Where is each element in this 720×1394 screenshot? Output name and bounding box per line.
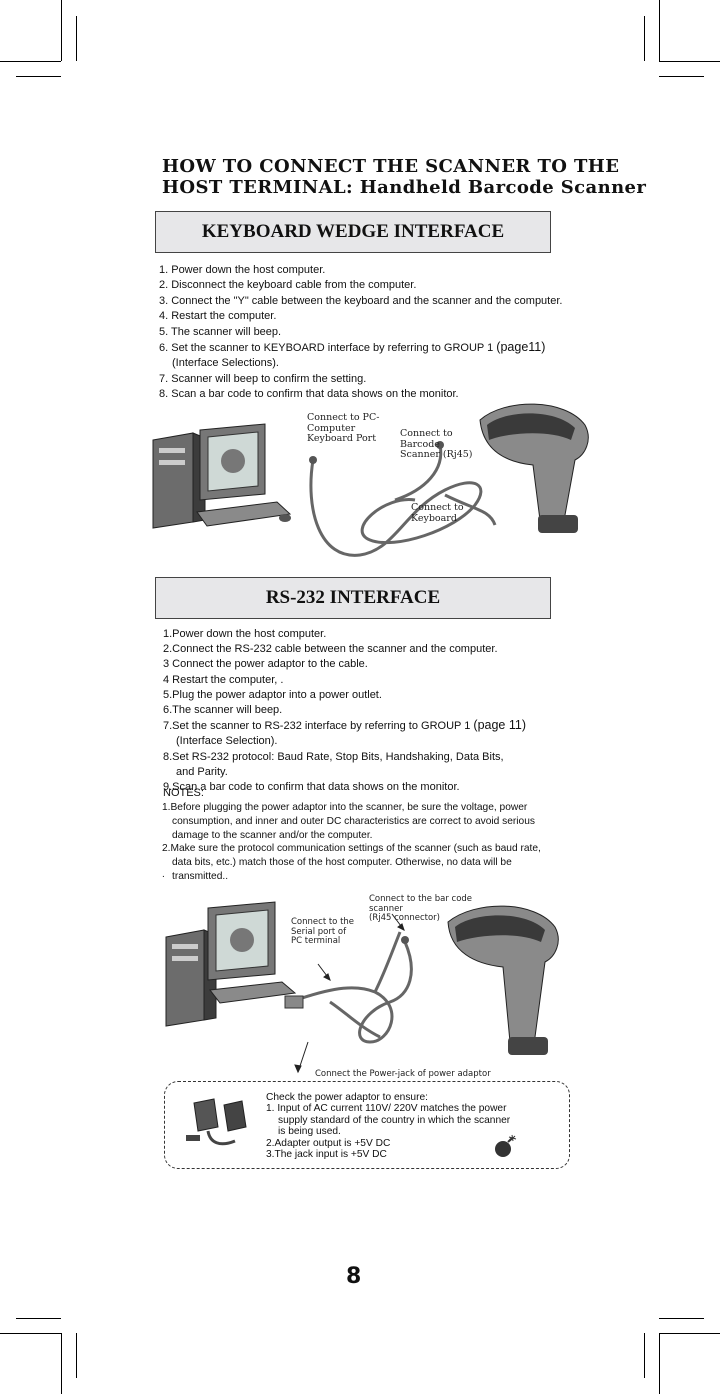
rs232-step: 6.The scanner will beep.: [163, 704, 283, 717]
rs232-step: 9.Scan a bar code to confirm that data s…: [163, 781, 460, 794]
notes-list: 1.Before plugging the power adaptor into…: [162, 801, 582, 884]
note-bullet-dot: .: [162, 869, 165, 880]
rs232-step: 8.Set RS-232 protocol: Baud Rate, Stop B…: [163, 750, 504, 778]
power-adaptor-check-list: Check the power adaptor to ensure: 1. In…: [266, 1092, 510, 1160]
rs232-cable-illustration: [284, 931, 413, 1044]
page-title-line-1: HOW TO CONNECT THE SCANNER TO THE: [162, 156, 620, 177]
check-title: Check the power adaptor to ensure:: [266, 1092, 428, 1103]
check-item: 3.The jack input is +5V DC: [266, 1149, 387, 1161]
page-reference: (page11): [496, 340, 546, 355]
page-title-line-2: HOST TERMINAL: Handheld Barcode Scanner: [162, 177, 647, 198]
keyboard-section-header: KEYBOARD WEDGE INTERFACE: [155, 211, 551, 253]
bomb-warning-icon: [495, 1134, 517, 1157]
power-adaptor-illustration: [186, 1098, 247, 1146]
keyboard-step: 1. Power down the host computer.: [159, 264, 326, 276]
rs232-step: 2.Connect the RS-232 cable between the s…: [163, 643, 498, 656]
computer-illustration: [165, 901, 297, 1027]
rs232-step: 7.Set the scanner to RS-232 interface by…: [163, 718, 526, 748]
rs232-step: 1.Power down the host computer.: [163, 628, 327, 640]
callout-power-jack: Connect the Power-jack of power adaptor: [315, 1069, 491, 1079]
keyboard-step: 7. Scanner will beep to confirm the sett…: [159, 372, 367, 385]
note-item: 2.Make sure the protocol communication s…: [162, 843, 541, 882]
barcode-scanner-illustration: [447, 905, 559, 1055]
rs232-steps-list: 1.Power down the host computer. 2.Connec…: [163, 627, 526, 795]
rs232-step: 5.Plug the power adaptor into a power ou…: [163, 688, 382, 701]
notes-title: NOTES:: [163, 787, 204, 799]
keyboard-step: 5. The scanner will beep.: [159, 325, 282, 338]
keyboard-step: 2. Disconnect the keyboard cable from th…: [159, 279, 417, 292]
note-item: 1.Before plugging the power adaptor into…: [162, 802, 535, 841]
callout-arrows: [294, 913, 405, 1074]
power-adaptor-check-box: [164, 1081, 570, 1169]
check-item: 2.Adapter output is +5V DC: [266, 1137, 391, 1149]
rs232-connection-illustration: [165, 901, 559, 1074]
keyboard-step: 4. Restart the computer.: [159, 310, 277, 323]
rs232-step: 3 Connect the power adaptor to the cable…: [163, 658, 368, 671]
barcode-scanner-illustration: [479, 403, 589, 533]
keyboard-step: 6. Set the scanner to KEYBOARD interface…: [159, 340, 546, 370]
page-title: HOW TO CONNECT THE SCANNER TO THE HOST T…: [162, 156, 647, 198]
keyboard-step: 8. Scan a bar code to confirm that data …: [159, 388, 459, 401]
rs232-step: 4 Restart the computer, .: [163, 673, 284, 686]
keyboard-connection-illustration: [152, 403, 589, 557]
page-number: 8: [346, 1264, 362, 1289]
keyboard-step: 3. Connect the "Y" cable between the key…: [159, 294, 563, 307]
page-reference: (page 11): [473, 718, 526, 733]
computer-illustration: [152, 423, 292, 529]
check-item: 1. Input of AC current 110V/ 220V matche…: [266, 1103, 511, 1138]
y-cable-illustration: [309, 441, 497, 557]
keyboard-steps-list: 1. Power down the host computer. 2. Disc…: [159, 263, 562, 403]
rs232-section-header: RS-232 INTERFACE: [155, 577, 551, 619]
callout-barcode-scanner: Connect to the bar code scanner(Rj45 con…: [369, 894, 473, 923]
